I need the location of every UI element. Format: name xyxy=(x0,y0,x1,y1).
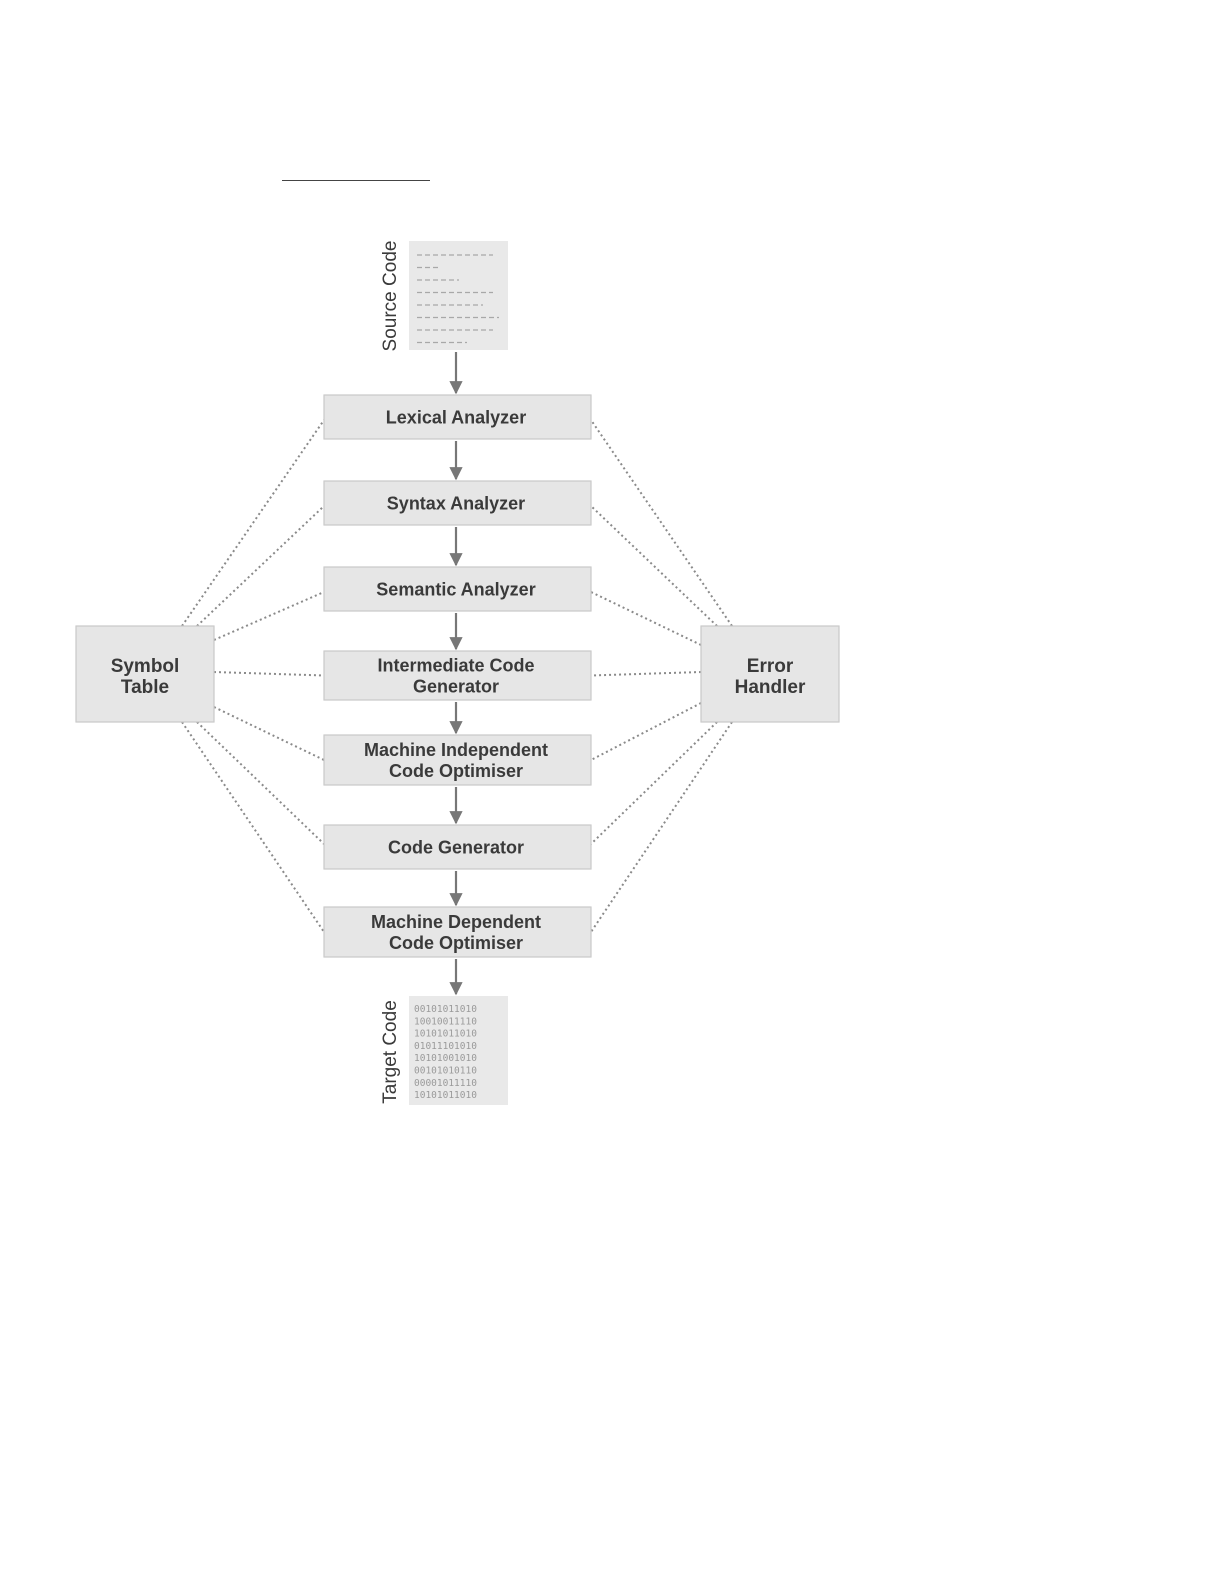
title-underline xyxy=(282,180,430,181)
error-handler-link-md-optimiser xyxy=(590,721,733,933)
source-code-document: Source Code xyxy=(380,241,508,352)
target-code-binary-line: 10101001010 xyxy=(414,1053,477,1064)
error-handler-link-syntax xyxy=(590,505,718,627)
target-code-binary-line: 10101011010 xyxy=(414,1029,477,1040)
phase-label-mi-optimiser: Machine Independent xyxy=(364,740,548,760)
error-handler-box: Error Handler xyxy=(700,625,840,723)
phase-box-syntax xyxy=(323,480,592,526)
phase-box-semantic xyxy=(323,566,592,612)
target-code-page xyxy=(409,996,508,1105)
phase-syntax: Syntax Analyzer xyxy=(323,480,592,526)
target-code-label: Target Code xyxy=(380,1000,401,1104)
phase-box-lexical xyxy=(323,394,592,440)
target-code-binary-line: 10010011110 xyxy=(414,1016,477,1027)
phase-codegen: Code Generator xyxy=(323,824,592,870)
phase-box-md-optimiser xyxy=(323,906,592,958)
phase-box-intermediate xyxy=(323,650,592,701)
error-handler-link-semantic xyxy=(590,591,702,646)
symbol-table-link-md-optimiser xyxy=(181,721,325,933)
phase-label-mi-optimiser: Code Optimiser xyxy=(389,761,523,781)
error-handler-link-intermediate xyxy=(590,671,702,677)
phase-label-codegen: Code Generator xyxy=(388,838,524,858)
target-code-binary-line: 00001011110 xyxy=(414,1078,477,1089)
error-handler-label-line-1: Error xyxy=(747,656,794,677)
symbol-table-link-mi-optimiser xyxy=(213,706,325,761)
target-code-document: 0010101101010010011110101010110100101110… xyxy=(380,996,508,1105)
error-handler-link-mi-optimiser xyxy=(590,702,702,761)
phase-box-mi-optimiser xyxy=(323,734,592,786)
error-handler-label-line-2: Handler xyxy=(735,677,806,698)
error-handler-link-lexical xyxy=(590,419,733,627)
phase-label-md-optimiser: Machine Dependent xyxy=(371,912,541,932)
target-code-binary-line: 00101010110 xyxy=(414,1066,477,1077)
phase-label-intermediate: Intermediate Code xyxy=(377,656,534,676)
error-handler-rect xyxy=(700,625,840,723)
symbol-table-label-line-1: Symbol xyxy=(111,656,180,677)
phase-box-codegen xyxy=(323,824,592,870)
phase-label-intermediate: Generator xyxy=(413,677,499,697)
phase-semantic: Semantic Analyzer xyxy=(323,566,592,612)
symbol-table-rect xyxy=(75,625,215,723)
source-code-lines xyxy=(417,254,499,344)
dotted-links xyxy=(181,419,733,933)
symbol-table-link-codegen xyxy=(196,721,325,845)
phase-label-md-optimiser: Code Optimiser xyxy=(389,933,523,953)
error-handler-link-codegen xyxy=(590,721,718,845)
target-code-binary-line: 00101011010 xyxy=(414,1004,477,1015)
target-code-binary-line: 10101011010 xyxy=(414,1090,477,1101)
target-code-lines: 0010101101010010011110101010110100101110… xyxy=(414,1004,477,1101)
phase-lexical: Lexical Analyzer xyxy=(323,394,592,440)
symbol-table-link-lexical xyxy=(181,419,325,627)
source-code-page xyxy=(409,241,508,350)
symbol-table-label-line-2: Table xyxy=(121,677,169,698)
symbol-table-box: Symbol Table xyxy=(75,625,215,723)
symbol-table-link-intermediate xyxy=(213,671,325,677)
phase-label-lexical: Lexical Analyzer xyxy=(386,408,526,428)
phase-label-semantic: Semantic Analyzer xyxy=(376,580,535,600)
phase-label-syntax: Syntax Analyzer xyxy=(387,494,525,514)
symbol-table-link-syntax xyxy=(196,505,325,627)
source-code-label: Source Code xyxy=(380,241,401,352)
target-code-binary-line: 01011101010 xyxy=(414,1041,477,1052)
symbol-table-link-semantic xyxy=(213,591,325,641)
